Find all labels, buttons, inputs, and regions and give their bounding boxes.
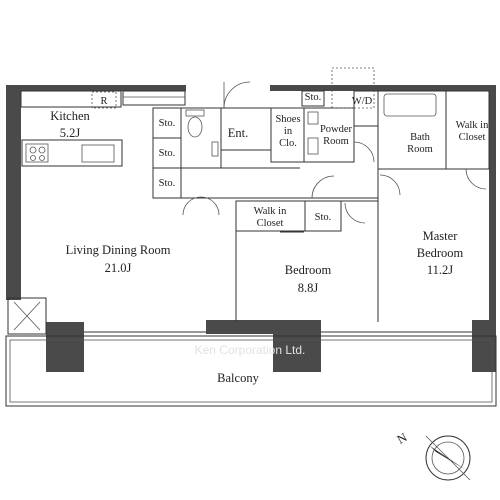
walk-in-closet-master-label-1: Walk in bbox=[456, 120, 489, 131]
watermark: Ken Corporation Ltd. bbox=[195, 343, 306, 357]
refrigerator-label: R bbox=[100, 96, 107, 107]
shoes-closet-label-1: Shoes bbox=[275, 114, 300, 125]
room-labels: Kitchen 5.2J R Sto. Sto. Sto. Ent. Shoes… bbox=[50, 92, 489, 385]
compass-north-label: N bbox=[395, 430, 410, 447]
bath-room-label-1: Bath bbox=[410, 132, 431, 143]
powder-room-label-1: Powder bbox=[320, 124, 353, 135]
master-bedroom-label-1: Master bbox=[423, 229, 459, 243]
bedroom-label: Bedroom bbox=[285, 263, 332, 277]
kitchen-label: Kitchen bbox=[50, 109, 90, 123]
washer-dryer-label: W/D bbox=[352, 96, 373, 107]
powder-room-label-2: Room bbox=[323, 136, 349, 147]
storage-label-2: Sto. bbox=[159, 148, 176, 159]
kitchen-size: 5.2J bbox=[60, 126, 81, 140]
storage-top-label: Sto. bbox=[305, 92, 322, 103]
interior-walls bbox=[5, 67, 497, 407]
exterior-walls bbox=[6, 85, 496, 372]
shoes-closet-label-3: Clo. bbox=[279, 138, 297, 149]
entrance-label: Ent. bbox=[228, 126, 248, 140]
bath-room-label-2: Room bbox=[407, 144, 433, 155]
master-bedroom-size: 11.2J bbox=[427, 263, 453, 277]
storage-label-1: Sto. bbox=[159, 118, 176, 129]
walk-in-closet-bedroom-label-1: Walk in bbox=[254, 206, 287, 217]
walk-in-closet-master-label-2: Closet bbox=[459, 132, 486, 143]
master-bedroom-label-2: Bedroom bbox=[417, 246, 464, 260]
storage-label-3: Sto. bbox=[159, 178, 176, 189]
storage-bedroom-label: Sto. bbox=[315, 212, 332, 223]
compass-icon: N bbox=[395, 430, 471, 481]
living-dining-label: Living Dining Room bbox=[66, 243, 171, 257]
walk-in-closet-bedroom-label-2: Closet bbox=[257, 218, 284, 229]
bedroom-size: 8.8J bbox=[298, 281, 319, 295]
shoes-closet-label-2: in bbox=[284, 126, 293, 137]
living-dining-size: 21.0J bbox=[105, 261, 132, 275]
balcony-label: Balcony bbox=[217, 371, 259, 385]
